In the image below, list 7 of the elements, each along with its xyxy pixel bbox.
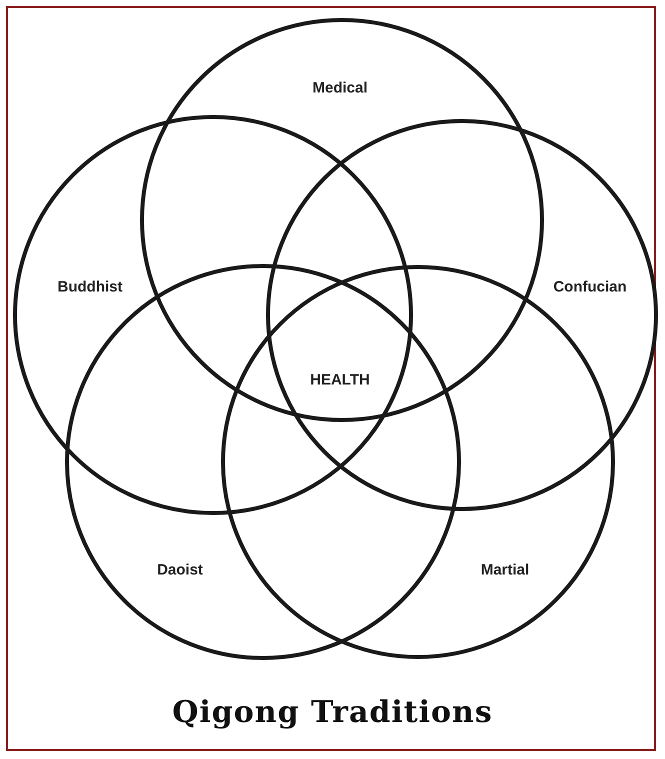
diagram-title: Qigong Traditions — [172, 695, 493, 730]
category-label: Medical — [312, 80, 368, 96]
category-label: Daoist — [157, 562, 203, 578]
center-label: HEALTH — [310, 372, 370, 388]
category-label: Buddhist — [58, 278, 122, 296]
category-label: Confucian — [553, 278, 627, 296]
category-label: Martial — [480, 562, 530, 578]
